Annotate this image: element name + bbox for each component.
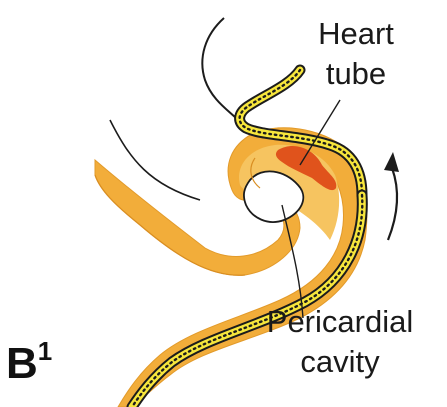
- ectoderm-line: [202, 18, 238, 120]
- pericardial-label-line2: cavity: [300, 344, 380, 379]
- pericardial-label-line1: Pericardial: [267, 304, 413, 339]
- panel-label-letter: B: [6, 339, 38, 388]
- panel-label-superscript: 1: [38, 336, 52, 366]
- heart-tube-label-line2: tube: [326, 56, 386, 91]
- panel-label: B1: [6, 336, 52, 388]
- heart-tube-label-line1: Heart: [318, 16, 394, 51]
- curved-up-arrow-head: [384, 152, 399, 172]
- curved-up-arrow-icon: [388, 168, 397, 240]
